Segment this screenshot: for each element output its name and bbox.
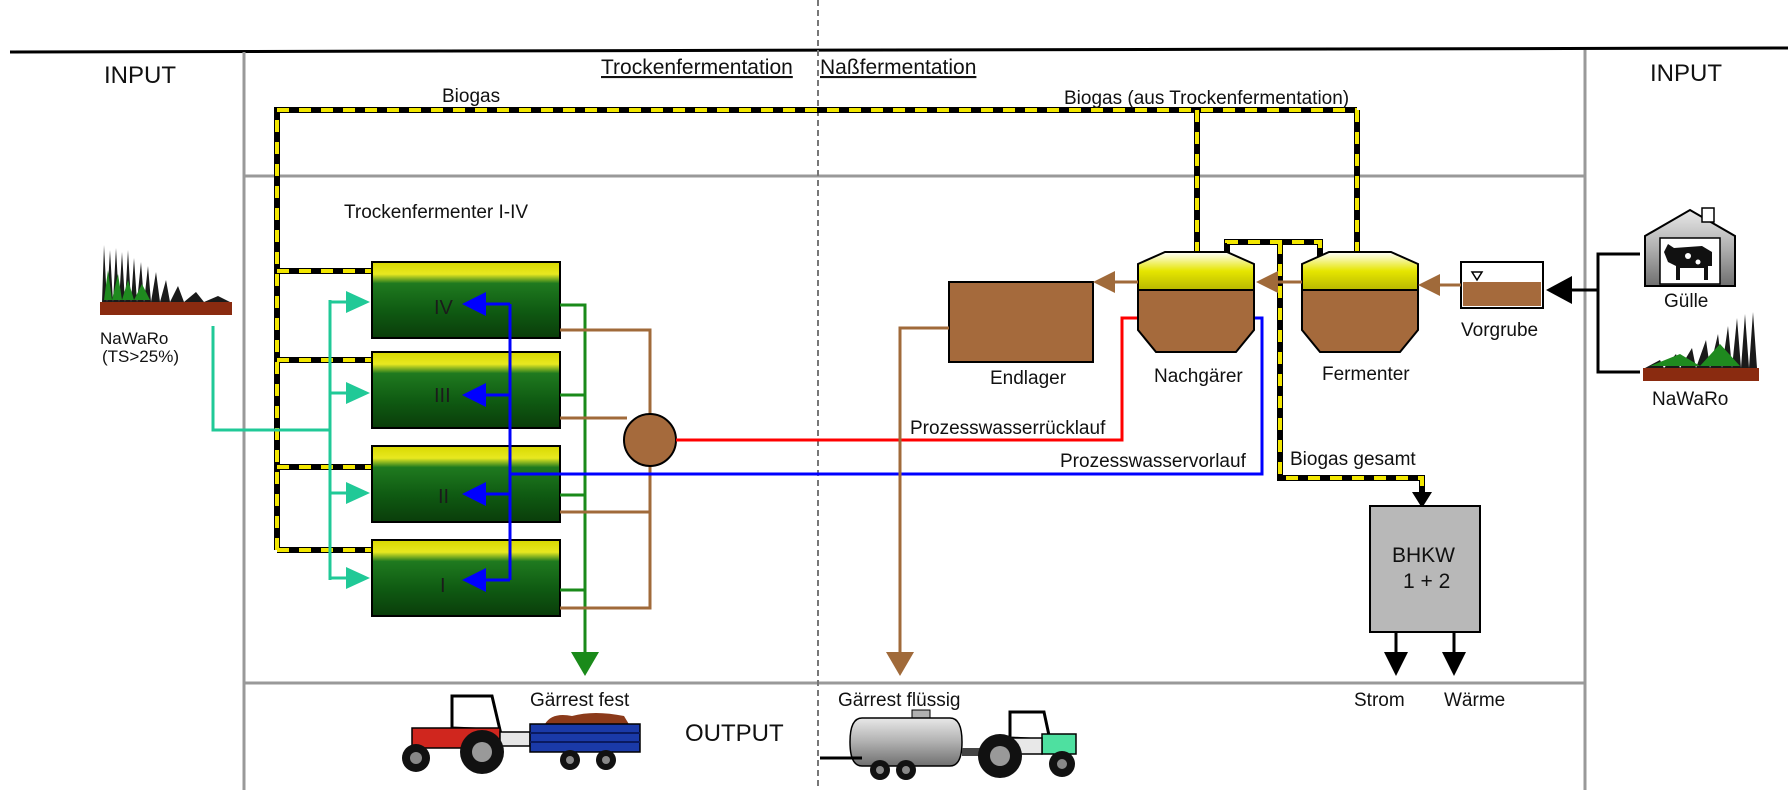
chp-output-arrows bbox=[1384, 632, 1466, 676]
chp-unit: BHKW 1 + 2 bbox=[1369, 505, 1481, 633]
dry-fermenter-iii: III bbox=[371, 351, 561, 429]
percolate-pump-icon bbox=[623, 413, 677, 467]
fermenter-number: I bbox=[440, 575, 446, 597]
fermenter-label: Fermenter bbox=[1322, 364, 1410, 385]
tractor-trailer-icon bbox=[402, 694, 641, 774]
substrate-feed-lines bbox=[211, 300, 358, 580]
percolate-lines bbox=[560, 328, 652, 610]
biogas-label: Biogas bbox=[442, 86, 500, 107]
fermenter-number: III bbox=[434, 385, 451, 407]
dry-fermentation-heading: Trockenfermentation bbox=[601, 56, 793, 79]
process-water-supply-arrows bbox=[462, 292, 510, 592]
dry-fermenters-label: Trockenfermenter I-IV bbox=[344, 202, 528, 223]
nawaro-left-note: (TS>25%) bbox=[102, 347, 179, 366]
fermenter-tank bbox=[1301, 251, 1419, 353]
nachgaerer-tank bbox=[1137, 251, 1255, 353]
vorgrube-tank bbox=[1460, 261, 1544, 309]
digestate-liquid-label: Gärrest flüssig bbox=[838, 690, 960, 711]
vorgrube-label: Vorgrube bbox=[1461, 320, 1538, 341]
dry-fermenter-iv: IV bbox=[371, 261, 561, 339]
chp-label-line2: 1 + 2 bbox=[1403, 570, 1450, 593]
chp-label-line1: BHKW bbox=[1392, 544, 1455, 567]
endlager-label: Endlager bbox=[990, 368, 1067, 389]
fermenter-number: IV bbox=[434, 297, 454, 319]
tanker-tractor-icon bbox=[820, 709, 1077, 780]
process-water-return-label: Prozesswasserrücklauf bbox=[910, 418, 1106, 439]
guelle-arrow bbox=[1546, 276, 1572, 304]
frame-grid bbox=[9, 0, 1789, 790]
digestate-solid-arrow bbox=[571, 652, 599, 676]
nawaro-right-icon bbox=[1643, 312, 1759, 381]
process-water-supply-label: Prozesswasservorlauf bbox=[1060, 451, 1247, 472]
digestate-solid-line bbox=[560, 303, 587, 658]
output-heading: OUTPUT bbox=[685, 720, 784, 747]
nawaro-left-icon bbox=[100, 245, 232, 315]
nachgaerer-label: Nachgärer bbox=[1154, 366, 1243, 387]
guelle-label: Gülle bbox=[1664, 291, 1708, 312]
wet-flow-arrows bbox=[886, 271, 1461, 676]
fermenter-number: II bbox=[438, 486, 449, 508]
endlager-tank bbox=[948, 281, 1094, 363]
guelle-lines bbox=[1570, 252, 1640, 374]
input-left-heading: INPUT bbox=[104, 62, 176, 89]
substrate-feed-arrows bbox=[346, 291, 370, 589]
input-right-heading: INPUT bbox=[1650, 60, 1722, 87]
nawaro-right-label: NaWaRo bbox=[1652, 389, 1728, 410]
electricity-label: Strom bbox=[1354, 690, 1405, 711]
digestate-solid-label: Gärrest fest bbox=[530, 690, 630, 711]
nawaro-left-label: NaWaRo bbox=[100, 329, 168, 348]
process-water-supply-line bbox=[508, 304, 1264, 580]
heat-label: Wärme bbox=[1444, 690, 1505, 711]
barn-cow-icon bbox=[1644, 207, 1736, 287]
biogas-from-dry-label: Biogas (aus Trockenfermentation) bbox=[1064, 88, 1349, 109]
dry-fermenter-ii: II bbox=[371, 445, 561, 523]
wet-fermentation-heading: Naßfermentation bbox=[820, 56, 976, 79]
biogas-total-label: Biogas gesamt bbox=[1290, 449, 1416, 470]
